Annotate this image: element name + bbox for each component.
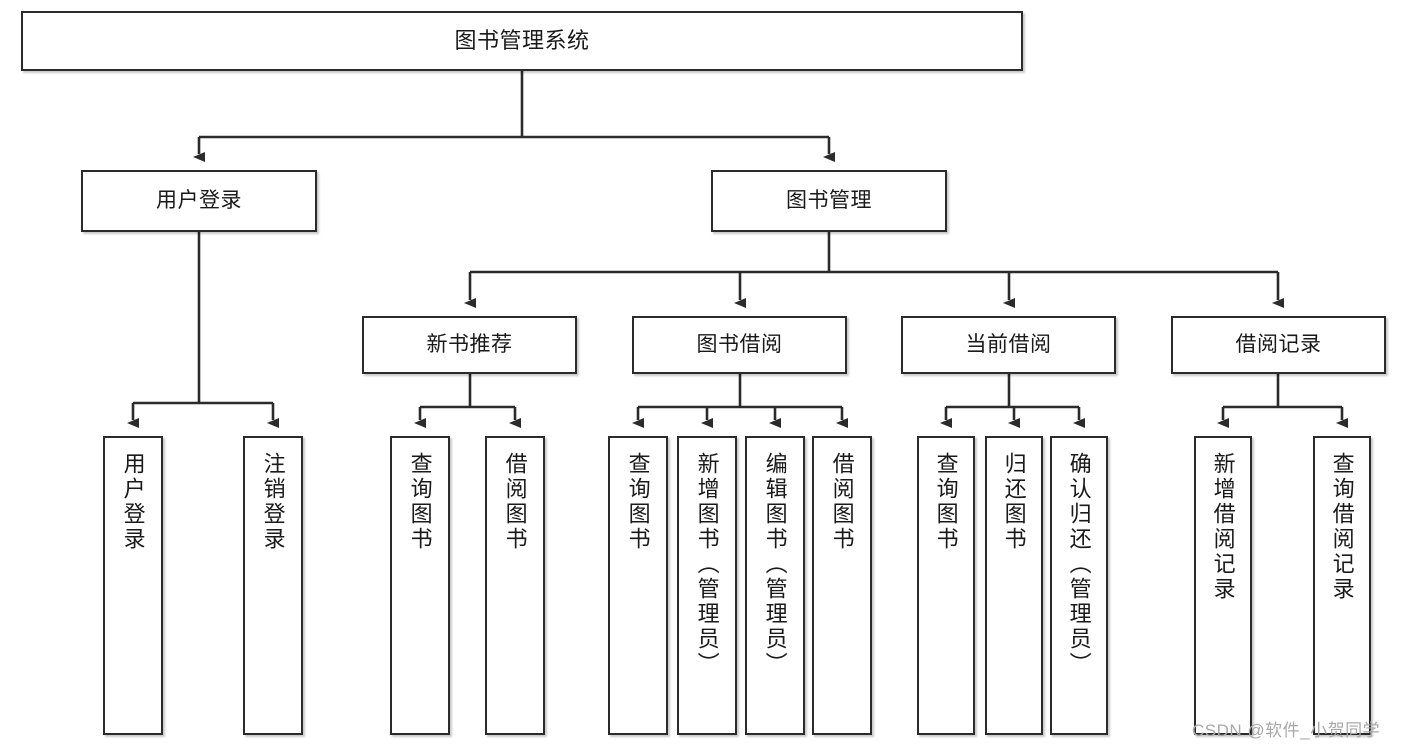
connector-group-book-manage [464, 232, 1284, 308]
node-leaf-logout-login-label: 注销登录 [260, 452, 286, 552]
node-leaf-query-borrow-record[interactable]: 查询借阅记录 [1313, 436, 1371, 735]
csdn-watermark: CSDN @软件_小贺同学 [1192, 721, 1381, 740]
node-leaf-borrow-book-1[interactable]: 借阅图书 [485, 436, 545, 735]
node-leaf-confirm-return-admin[interactable]: 确认归还（管理员） [1050, 436, 1108, 735]
node-leaf-return-book[interactable]: 归还图书 [985, 436, 1043, 735]
node-root-label: 图书管理系统 [454, 28, 590, 54]
connector-group-user-login [127, 232, 279, 428]
node-leaf-edit-book-admin-label: 编辑图书（管理员） [762, 452, 788, 677]
node-leaf-query-book-2-label: 查询图书 [625, 452, 651, 552]
connector-group-borrow-record [1217, 374, 1348, 428]
node-leaf-borrow-book-2[interactable]: 借阅图书 [812, 436, 872, 735]
node-book-manage-label: 图书管理 [786, 188, 872, 212]
node-root[interactable]: 图书管理系统 [21, 11, 1023, 71]
node-new-book-recommend-label: 新书推荐 [426, 332, 513, 356]
node-leaf-borrow-book-2-label: 借阅图书 [829, 452, 855, 552]
connector-group-root [193, 71, 835, 162]
node-book-borrow-label: 图书借阅 [696, 332, 783, 356]
node-leaf-user-login-label: 用户登录 [120, 452, 146, 552]
node-leaf-query-book-3-label: 查询图书 [933, 452, 959, 552]
node-leaf-query-book-2[interactable]: 查询图书 [608, 436, 668, 735]
node-leaf-query-borrow-record-label: 查询借阅记录 [1329, 452, 1355, 602]
node-leaf-add-borrow-record[interactable]: 新增借阅记录 [1194, 436, 1252, 735]
node-leaf-return-book-label: 归还图书 [1001, 452, 1027, 552]
node-leaf-query-book-3[interactable]: 查询图书 [917, 436, 975, 735]
node-leaf-add-book-admin[interactable]: 新增图书（管理员） [677, 436, 737, 735]
node-borrow-record[interactable]: 借阅记录 [1171, 316, 1386, 374]
node-user-login-label: 用户登录 [156, 188, 242, 212]
connector-group-current-borrow [940, 374, 1085, 428]
node-leaf-user-login[interactable]: 用户登录 [103, 436, 163, 735]
node-current-borrow[interactable]: 当前借阅 [901, 316, 1116, 374]
node-leaf-logout-login[interactable]: 注销登录 [243, 436, 303, 735]
node-leaf-add-book-admin-label: 新增图书（管理员） [694, 452, 720, 677]
node-current-borrow-label: 当前借阅 [965, 332, 1052, 356]
node-leaf-confirm-return-admin-label: 确认归还（管理员） [1066, 452, 1092, 677]
node-user-login[interactable]: 用户登录 [81, 170, 317, 232]
node-book-borrow[interactable]: 图书借阅 [632, 316, 847, 374]
connector-group-book-borrow [632, 374, 848, 428]
node-leaf-add-borrow-record-label: 新增借阅记录 [1210, 452, 1236, 602]
node-leaf-borrow-book-1-label: 借阅图书 [502, 452, 528, 552]
node-borrow-record-label: 借阅记录 [1235, 332, 1322, 356]
node-leaf-edit-book-admin[interactable]: 编辑图书（管理员） [745, 436, 805, 735]
node-book-manage[interactable]: 图书管理 [711, 170, 947, 232]
node-leaf-query-book-1[interactable]: 查询图书 [390, 436, 450, 735]
node-new-book-recommend[interactable]: 新书推荐 [362, 316, 577, 374]
node-leaf-query-book-1-label: 查询图书 [407, 452, 433, 552]
connector-group-new-book-recommend [414, 374, 521, 428]
